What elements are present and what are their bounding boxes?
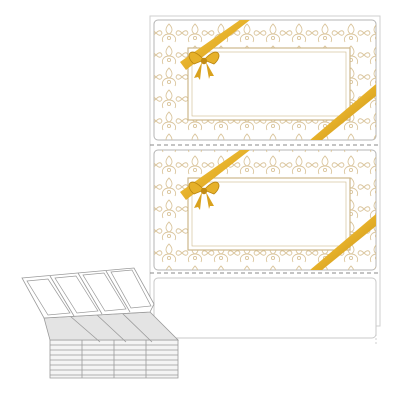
diagonal-ribbon-icon bbox=[310, 84, 376, 140]
gold-bow-icon bbox=[188, 51, 220, 80]
fanfold-stack bbox=[21, 267, 179, 379]
diagonal-ribbon-icon bbox=[310, 214, 376, 270]
gold-bow-icon bbox=[188, 181, 220, 210]
label-1 bbox=[153, 19, 377, 141]
label-3-empty bbox=[153, 277, 377, 339]
label-2 bbox=[153, 149, 377, 271]
